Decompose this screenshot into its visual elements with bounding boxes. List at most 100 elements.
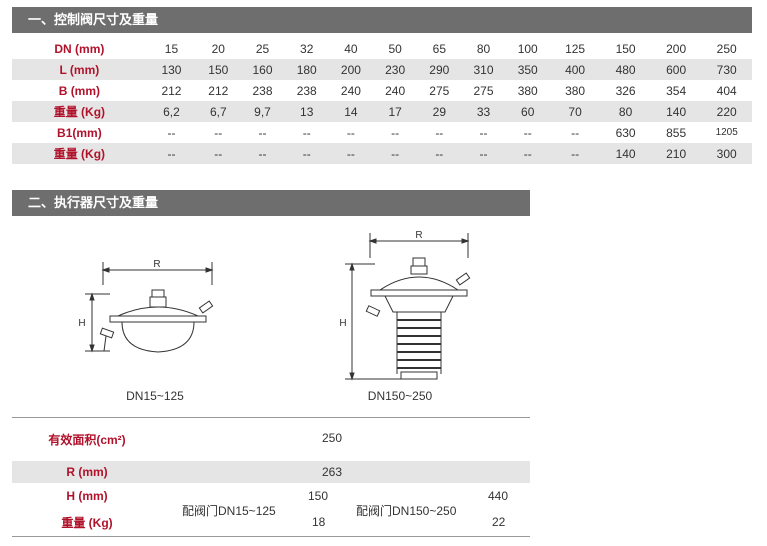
- table-cell: 200: [666, 41, 687, 56]
- section-title: 二、执行器尺寸及重量: [28, 195, 159, 210]
- table-cell: 160: [240, 59, 285, 80]
- h-label: H (mm): [66, 489, 108, 503]
- table-cell: --: [302, 125, 311, 140]
- table-cell: 400: [549, 59, 601, 80]
- table-bottom-rule: [12, 536, 530, 537]
- table-cell: 80: [600, 101, 651, 122]
- table-cell: 80: [476, 41, 491, 56]
- table-cell: 15: [164, 41, 179, 56]
- dim-h-label: H: [78, 318, 85, 329]
- table-cell: --: [461, 143, 506, 164]
- table-cell: 275: [429, 83, 450, 98]
- table-top-rule: [12, 417, 530, 418]
- row-label: 重量 (Kg): [12, 101, 147, 122]
- actuator-diagram-dn15-125: R H: [78, 259, 214, 353]
- row-label: B1(mm): [57, 125, 102, 140]
- note-large: 配阀门DN150~250: [356, 504, 457, 518]
- dim-h-label: H: [339, 318, 346, 329]
- table-cell: 150: [615, 41, 636, 56]
- table-cell: --: [214, 125, 223, 140]
- row-label: DN (mm): [54, 41, 105, 56]
- table-cell: 350: [505, 59, 550, 80]
- table-cell: 140: [650, 101, 702, 122]
- section-title: 一、控制阀尺寸及重量: [28, 12, 159, 27]
- table-cell: --: [146, 143, 197, 164]
- diagram-caption-large: DN150~250: [367, 389, 433, 403]
- table-cell: --: [417, 143, 462, 164]
- table-cell: 20: [211, 41, 225, 56]
- table-cell: 730: [701, 59, 752, 80]
- section-header-actuator-dimensions: 二、执行器尺寸及重量: [12, 190, 530, 216]
- weight-value-large: 22: [492, 515, 506, 529]
- table-cell: --: [505, 143, 550, 164]
- note-small: 配阀门DN15~125: [182, 504, 276, 518]
- actuator-row-h-weight: H (mm) 重量 (Kg) 150 18 配阀门DN15~125 配阀门DN1…: [12, 486, 530, 534]
- table-cell: --: [523, 125, 532, 140]
- table-cell: 300: [701, 143, 752, 164]
- table-cell: 140: [600, 143, 651, 164]
- table-cell: 200: [328, 59, 374, 80]
- table-cell: 630: [615, 125, 636, 140]
- table-cell: 14: [328, 101, 374, 122]
- area-value: 250: [322, 431, 343, 445]
- table-cell: --: [373, 143, 418, 164]
- table-cell: --: [284, 143, 329, 164]
- row-label: B (mm): [58, 83, 101, 98]
- table-cell: 130: [146, 59, 197, 80]
- table-cell: 212: [208, 83, 229, 98]
- table-cell: 50: [388, 41, 402, 56]
- r-value: 263: [322, 465, 343, 479]
- table-cell: --: [479, 125, 488, 140]
- table-cell: 290: [417, 59, 462, 80]
- table-cell: 17: [373, 101, 418, 122]
- r-label: R (mm): [66, 465, 108, 479]
- dim-r-label: R: [153, 259, 160, 270]
- actuator-diagram-dn150-250: R H: [339, 230, 471, 381]
- table-cell: --: [571, 125, 580, 140]
- actuator-row-area: 有效面积(cm²) 250: [12, 427, 530, 449]
- dim-r-label: R: [415, 230, 422, 241]
- actuator-row-r: R (mm) 263: [12, 461, 530, 483]
- table-cell: 70: [549, 101, 601, 122]
- table-cell: 250: [716, 41, 737, 56]
- table-cell: --: [196, 143, 241, 164]
- table-cell: 275: [473, 83, 494, 98]
- table-cell: 25: [255, 41, 270, 56]
- table-cell: 33: [461, 101, 506, 122]
- table-cell: 65: [432, 41, 446, 56]
- table-cell: 238: [296, 83, 317, 98]
- table-cell: 310: [461, 59, 506, 80]
- table-cell: 238: [252, 83, 273, 98]
- table-cell: --: [258, 125, 267, 140]
- table-cell: 212: [161, 83, 182, 98]
- table-cell: 13: [284, 101, 329, 122]
- table-cell: 125: [565, 41, 586, 56]
- table-cell: --: [391, 125, 400, 140]
- table-cell: 1205: [715, 127, 738, 138]
- h-value-large: 440: [488, 489, 509, 503]
- table-cell: 29: [417, 101, 462, 122]
- table-cell: 100: [517, 41, 538, 56]
- area-label: 有效面积(cm²): [48, 433, 126, 447]
- weight-label: 重量 (Kg): [61, 516, 113, 530]
- weight-value-small: 18: [312, 515, 326, 529]
- row-label: 重量 (Kg): [12, 143, 147, 164]
- table-cell: --: [167, 125, 176, 140]
- table-cell: 240: [385, 83, 406, 98]
- table-cell: 180: [284, 59, 329, 80]
- h-value-small: 150: [308, 489, 329, 503]
- table-cell: 150: [196, 59, 241, 80]
- section-header-valve-dimensions: 一、控制阀尺寸及重量: [12, 7, 752, 33]
- table-cell: --: [240, 143, 285, 164]
- table-cell: --: [328, 143, 374, 164]
- table-cell: 380: [565, 83, 586, 98]
- table-cell: 9,7: [240, 101, 285, 122]
- table-cell: 240: [340, 83, 361, 98]
- table-cell: --: [435, 125, 444, 140]
